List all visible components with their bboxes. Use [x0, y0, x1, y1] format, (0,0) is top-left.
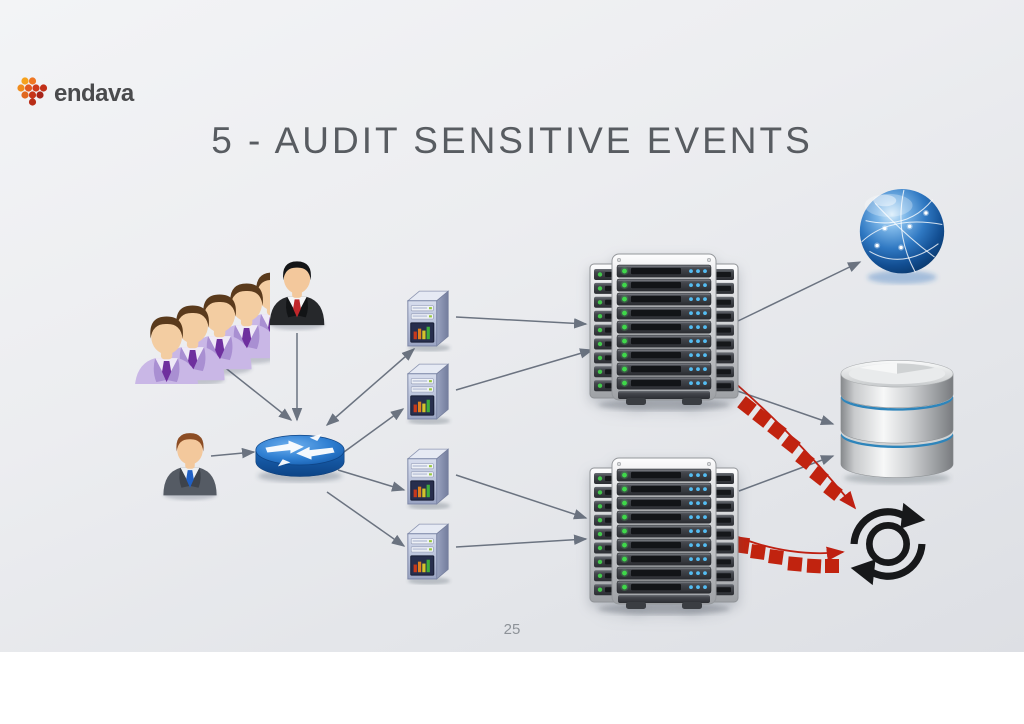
tower-server-icon	[404, 521, 454, 585]
user-icon	[152, 426, 228, 502]
server-rack-icon	[588, 456, 740, 616]
user-group-icon	[100, 264, 270, 384]
edge-rackbottom-database	[738, 455, 835, 492]
endava-logo-dots-icon	[17, 77, 48, 106]
router	[252, 418, 348, 486]
tower-server-icon	[404, 446, 454, 510]
page-title: 5 - AUDIT SENSITIVE EVENTS	[211, 120, 813, 161]
logo-wordmark: endava	[54, 80, 134, 107]
edge-router-server2	[343, 408, 405, 453]
user	[152, 426, 228, 502]
server-rack-icon	[588, 252, 740, 412]
app-server-3	[404, 446, 454, 510]
server-rack-bottom	[588, 456, 740, 616]
audit-dashed-squares	[731, 396, 843, 574]
tower-server-icon	[404, 361, 454, 425]
app-server-1	[404, 288, 454, 352]
database	[836, 354, 958, 486]
business-user-icon	[258, 254, 336, 332]
globe-icon	[859, 189, 945, 284]
edge-server3-rackbottom	[455, 474, 588, 520]
server-rack-top	[588, 252, 740, 412]
endava-logo: endava	[16, 76, 134, 108]
edge-router-server1	[325, 348, 416, 426]
manager	[258, 254, 336, 332]
edge-server4-rackbottom	[455, 534, 588, 548]
tower-server-icon	[404, 288, 454, 352]
router-icon	[255, 433, 345, 483]
app-server-2	[404, 361, 454, 425]
edge-server2-racktop	[455, 348, 594, 391]
sync-arrows-icon	[850, 502, 926, 586]
database-icon	[840, 360, 954, 484]
edge-router-server4	[326, 491, 406, 547]
user-group	[100, 264, 270, 384]
edge-racktop-globe	[737, 261, 862, 322]
internet-globe	[856, 186, 948, 286]
edge-server1-racktop	[455, 316, 588, 329]
slide-canvas: endava 5 - AUDIT SENSITIVE EVENTS	[0, 0, 1024, 652]
app-server-4	[404, 521, 454, 585]
page-number: 25	[503, 621, 521, 638]
audit-log-sync	[844, 500, 932, 588]
edge-rackbottom-sync	[732, 534, 845, 561]
